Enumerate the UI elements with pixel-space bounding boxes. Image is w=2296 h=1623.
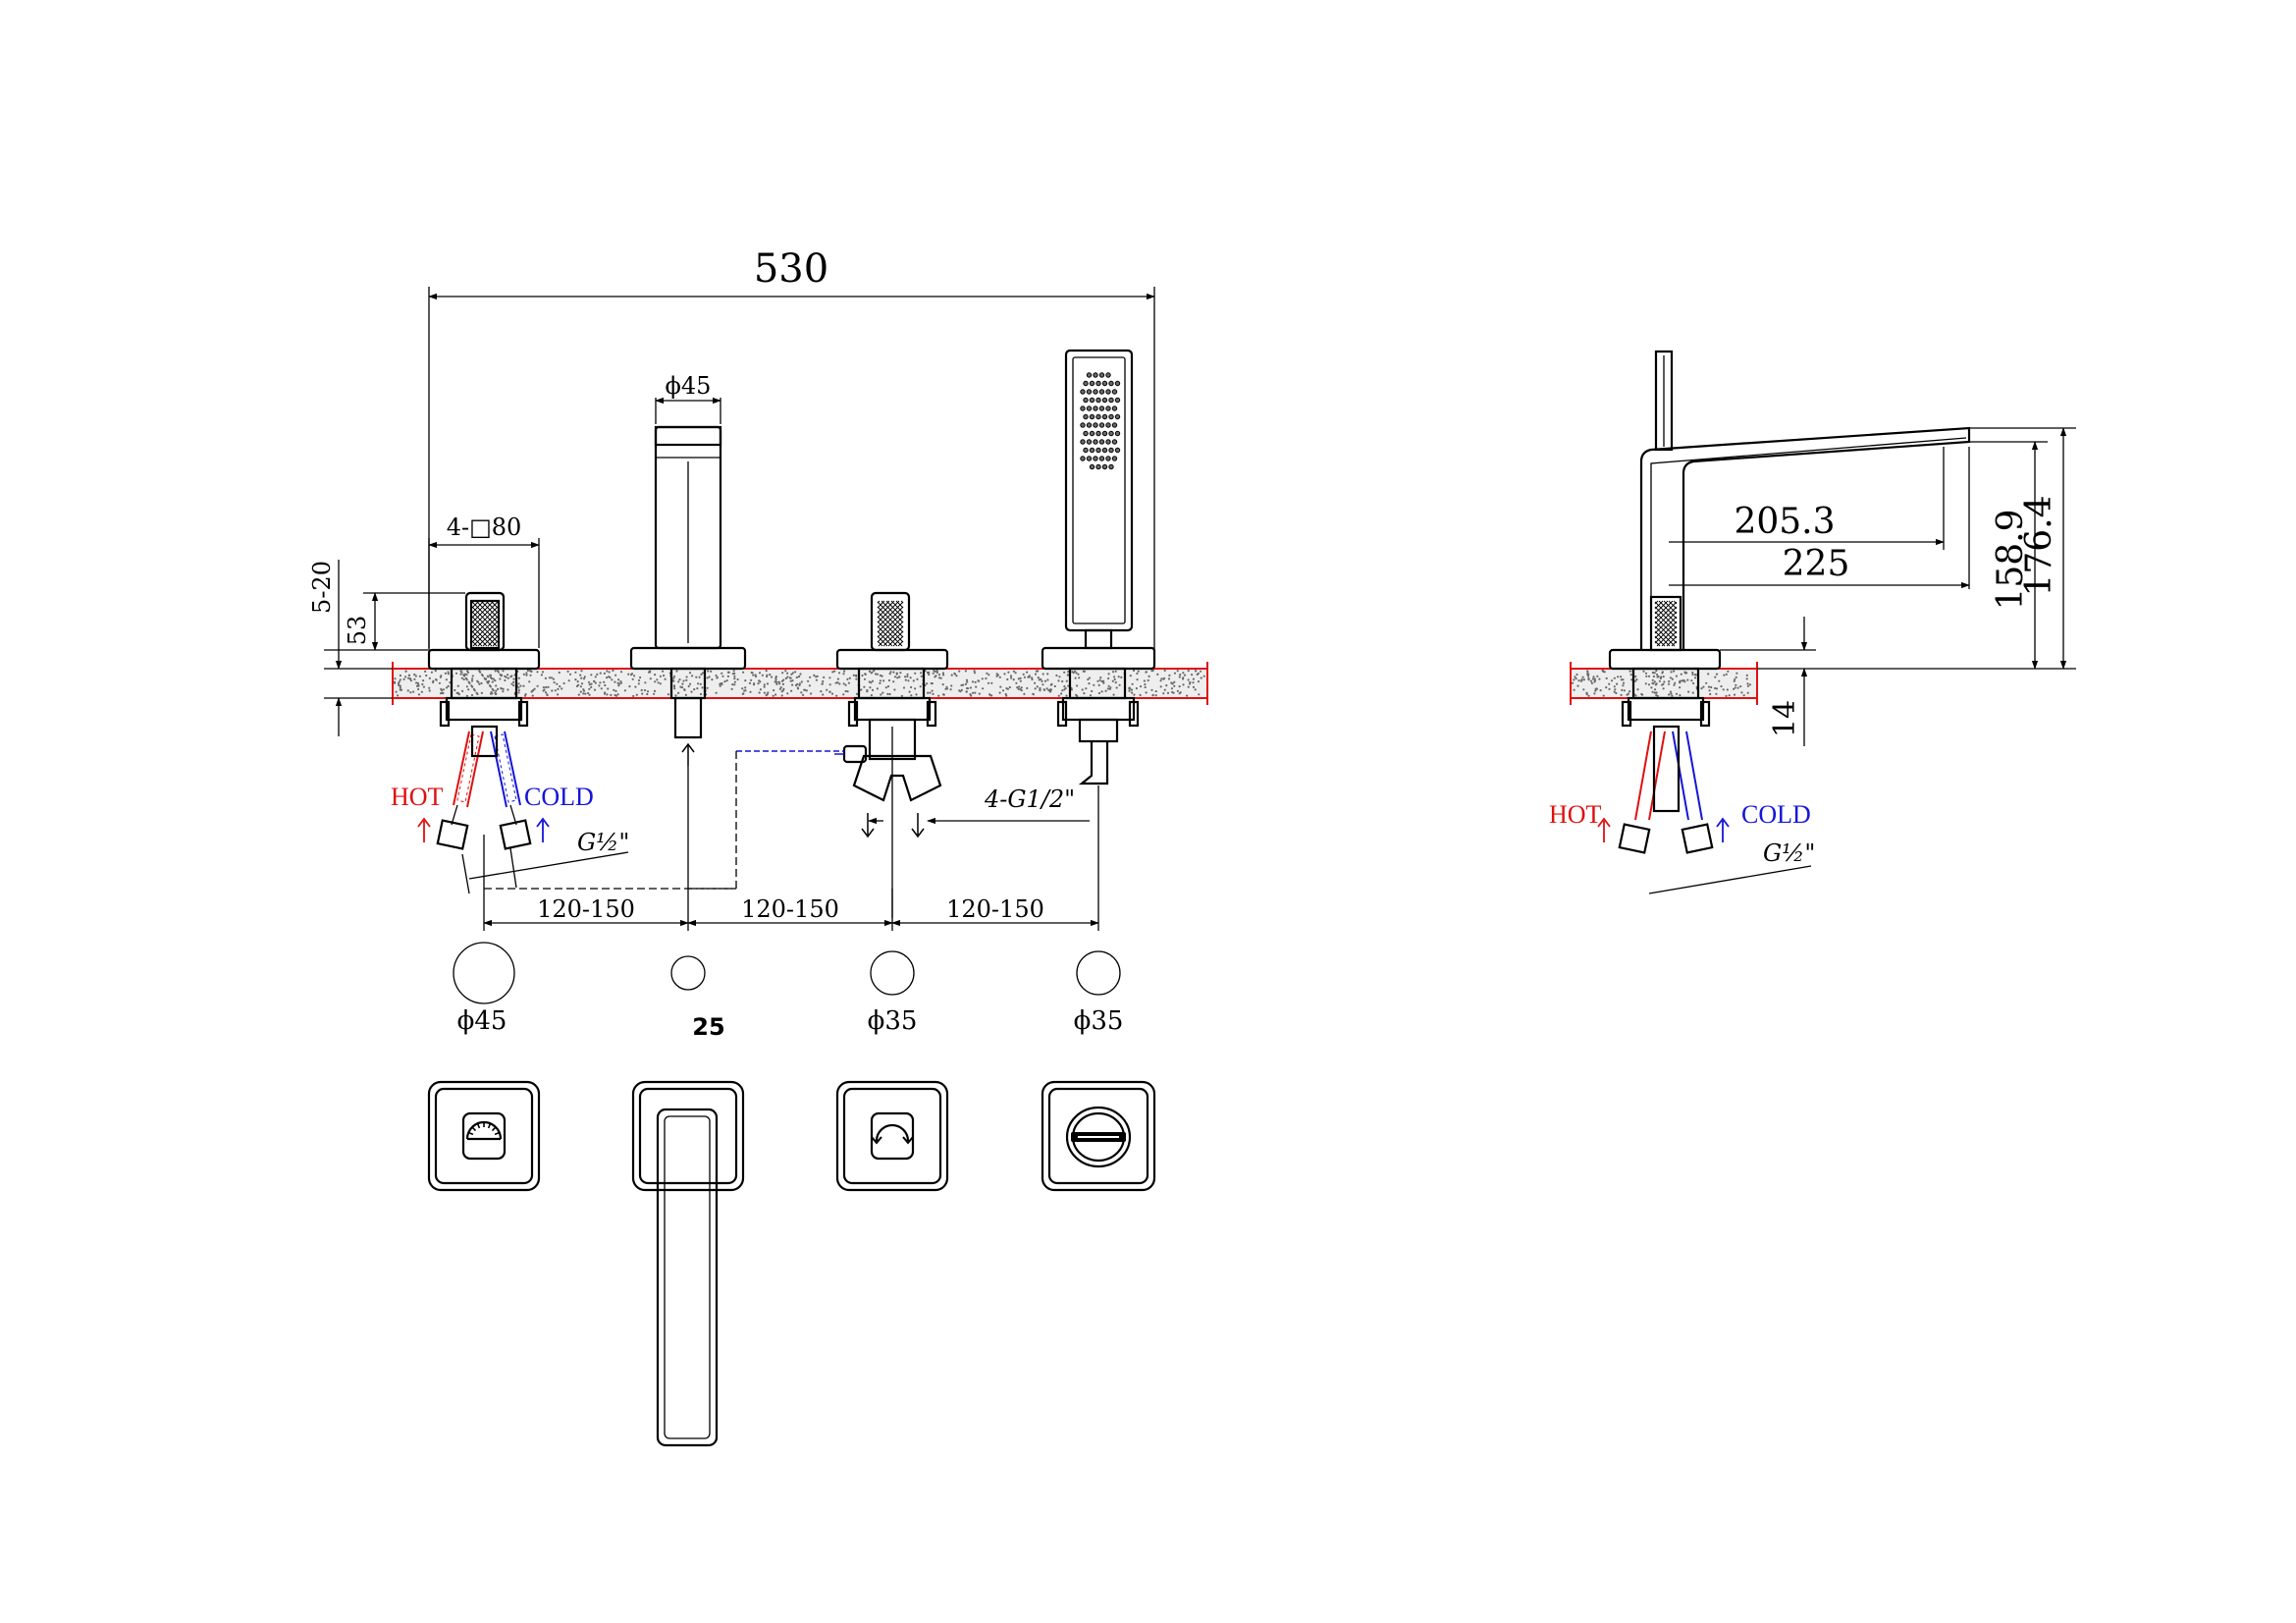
top-view — [427, 1080, 1156, 1447]
handle-height-label: 53 — [344, 616, 371, 646]
countertop-section — [392, 662, 1208, 705]
mounting-holes: ϕ45 25 ϕ35 ϕ35 — [453, 942, 1124, 1041]
hole-4-label: ϕ35 — [1074, 1006, 1124, 1036]
spout-diameter-dimension: ϕ45 — [655, 372, 721, 424]
base-height-label: 14 — [1768, 700, 1802, 737]
inner-reach-label: 205.3 — [1734, 502, 1835, 542]
diverter-handle — [834, 591, 949, 918]
top-diverter — [835, 1080, 949, 1192]
bath-spout — [629, 425, 747, 889]
hole-3 — [870, 950, 915, 996]
hole-2-label: 25 — [692, 1013, 724, 1041]
spout-height-label: 158.9 — [1991, 509, 2031, 610]
spout-diameter-label: ϕ45 — [666, 372, 712, 400]
front-view: 530 HOT COLD G½" — [308, 246, 1208, 931]
overall-width-dimension: 530 — [428, 246, 1155, 656]
side-spout — [1608, 350, 1971, 854]
cold-arrow-icon — [536, 817, 550, 842]
hand-shower — [1041, 349, 1156, 889]
side-hot-arrow-icon — [1597, 817, 1611, 842]
outer-reach-label: 225 — [1783, 544, 1850, 584]
overall-width-label: 530 — [754, 246, 828, 292]
height-dimensions: 53 5-20 — [308, 560, 465, 736]
hole-4 — [1076, 950, 1121, 996]
outlet-thread-label: 4-G1/2" — [984, 785, 1075, 813]
hole-3-label: ϕ35 — [868, 1006, 918, 1036]
spacing-1-label: 120-150 — [537, 895, 635, 923]
top-spout — [631, 1080, 745, 1447]
inlet-thread-label: G½" — [577, 829, 629, 856]
handle-size-dimension: 4-□80 — [428, 514, 540, 648]
hot-arrow-icon — [417, 817, 431, 842]
deck-range-label: 5-20 — [308, 561, 336, 614]
top-handshower-holder — [1041, 1080, 1156, 1192]
total-height-label: 176.4 — [2019, 495, 2059, 596]
handle-size-label: 4-□80 — [447, 514, 522, 541]
hole-1 — [453, 942, 515, 1004]
reach-dimensions: 205.3 225 — [1669, 447, 1970, 589]
cold-label: COLD — [524, 783, 594, 811]
height-dimensions-side: 158.9 176.4 14 — [1720, 427, 2076, 746]
side-cold-label: COLD — [1741, 800, 1811, 829]
knurl-pattern — [471, 600, 499, 647]
spacing-2-label: 120-150 — [741, 895, 839, 923]
side-hot-label: HOT — [1549, 800, 1602, 829]
hole-2 — [670, 955, 706, 991]
hot-label: HOT — [391, 783, 444, 811]
side-inlet-thread-label: G½" — [1763, 839, 1815, 867]
hole-1-label: ϕ45 — [457, 1006, 507, 1036]
spacing-dimensions: 120-150 120-150 120-150 — [483, 835, 1099, 931]
side-view: HOT COLD G½" 205.3 225 158.9 176.4 1 — [1549, 350, 2076, 894]
hot-cold-valve-handle — [427, 591, 541, 850]
spacing-3-label: 120-150 — [946, 895, 1044, 923]
top-valve-1 — [427, 1080, 541, 1192]
side-cold-arrow-icon — [1716, 817, 1730, 842]
